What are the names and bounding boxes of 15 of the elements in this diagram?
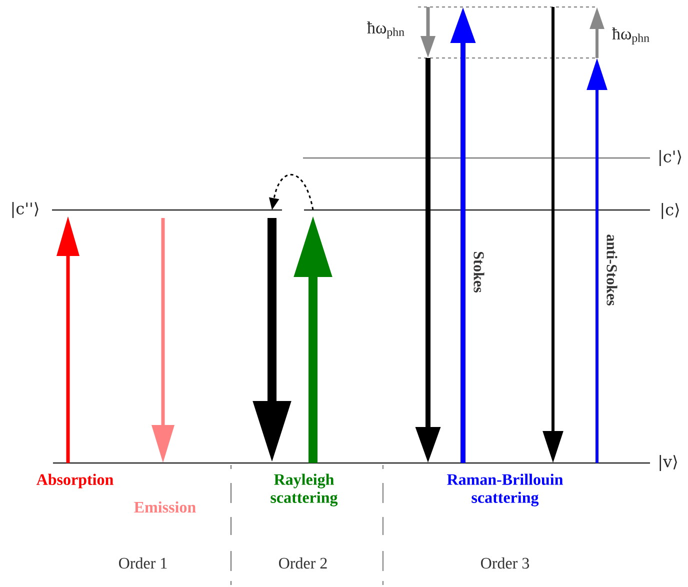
- order-label: Order 3: [481, 557, 530, 569]
- energy-label: ħω$_{phn}$: [612, 28, 650, 44]
- process-label: Emission: [134, 501, 196, 513]
- order-label: Order 1: [119, 557, 167, 569]
- transition-label: Stokes: [474, 252, 484, 292]
- level-label: |c⟩: [662, 203, 679, 219]
- energy-label: ħω$_{phn}$: [367, 22, 404, 38]
- process-label: Rayleigh scattering: [270, 474, 338, 506]
- process-label: Raman-Brillouin scattering: [447, 474, 563, 506]
- level-label: |v⟩: [660, 455, 677, 472]
- transition-label: anti-Stokes: [606, 234, 618, 306]
- process-label: Absorption: [36, 474, 114, 488]
- level-label: |c''⟩: [12, 202, 38, 218]
- order-label: Order 2: [279, 557, 327, 569]
- level-label: |c'⟩: [660, 150, 682, 166]
